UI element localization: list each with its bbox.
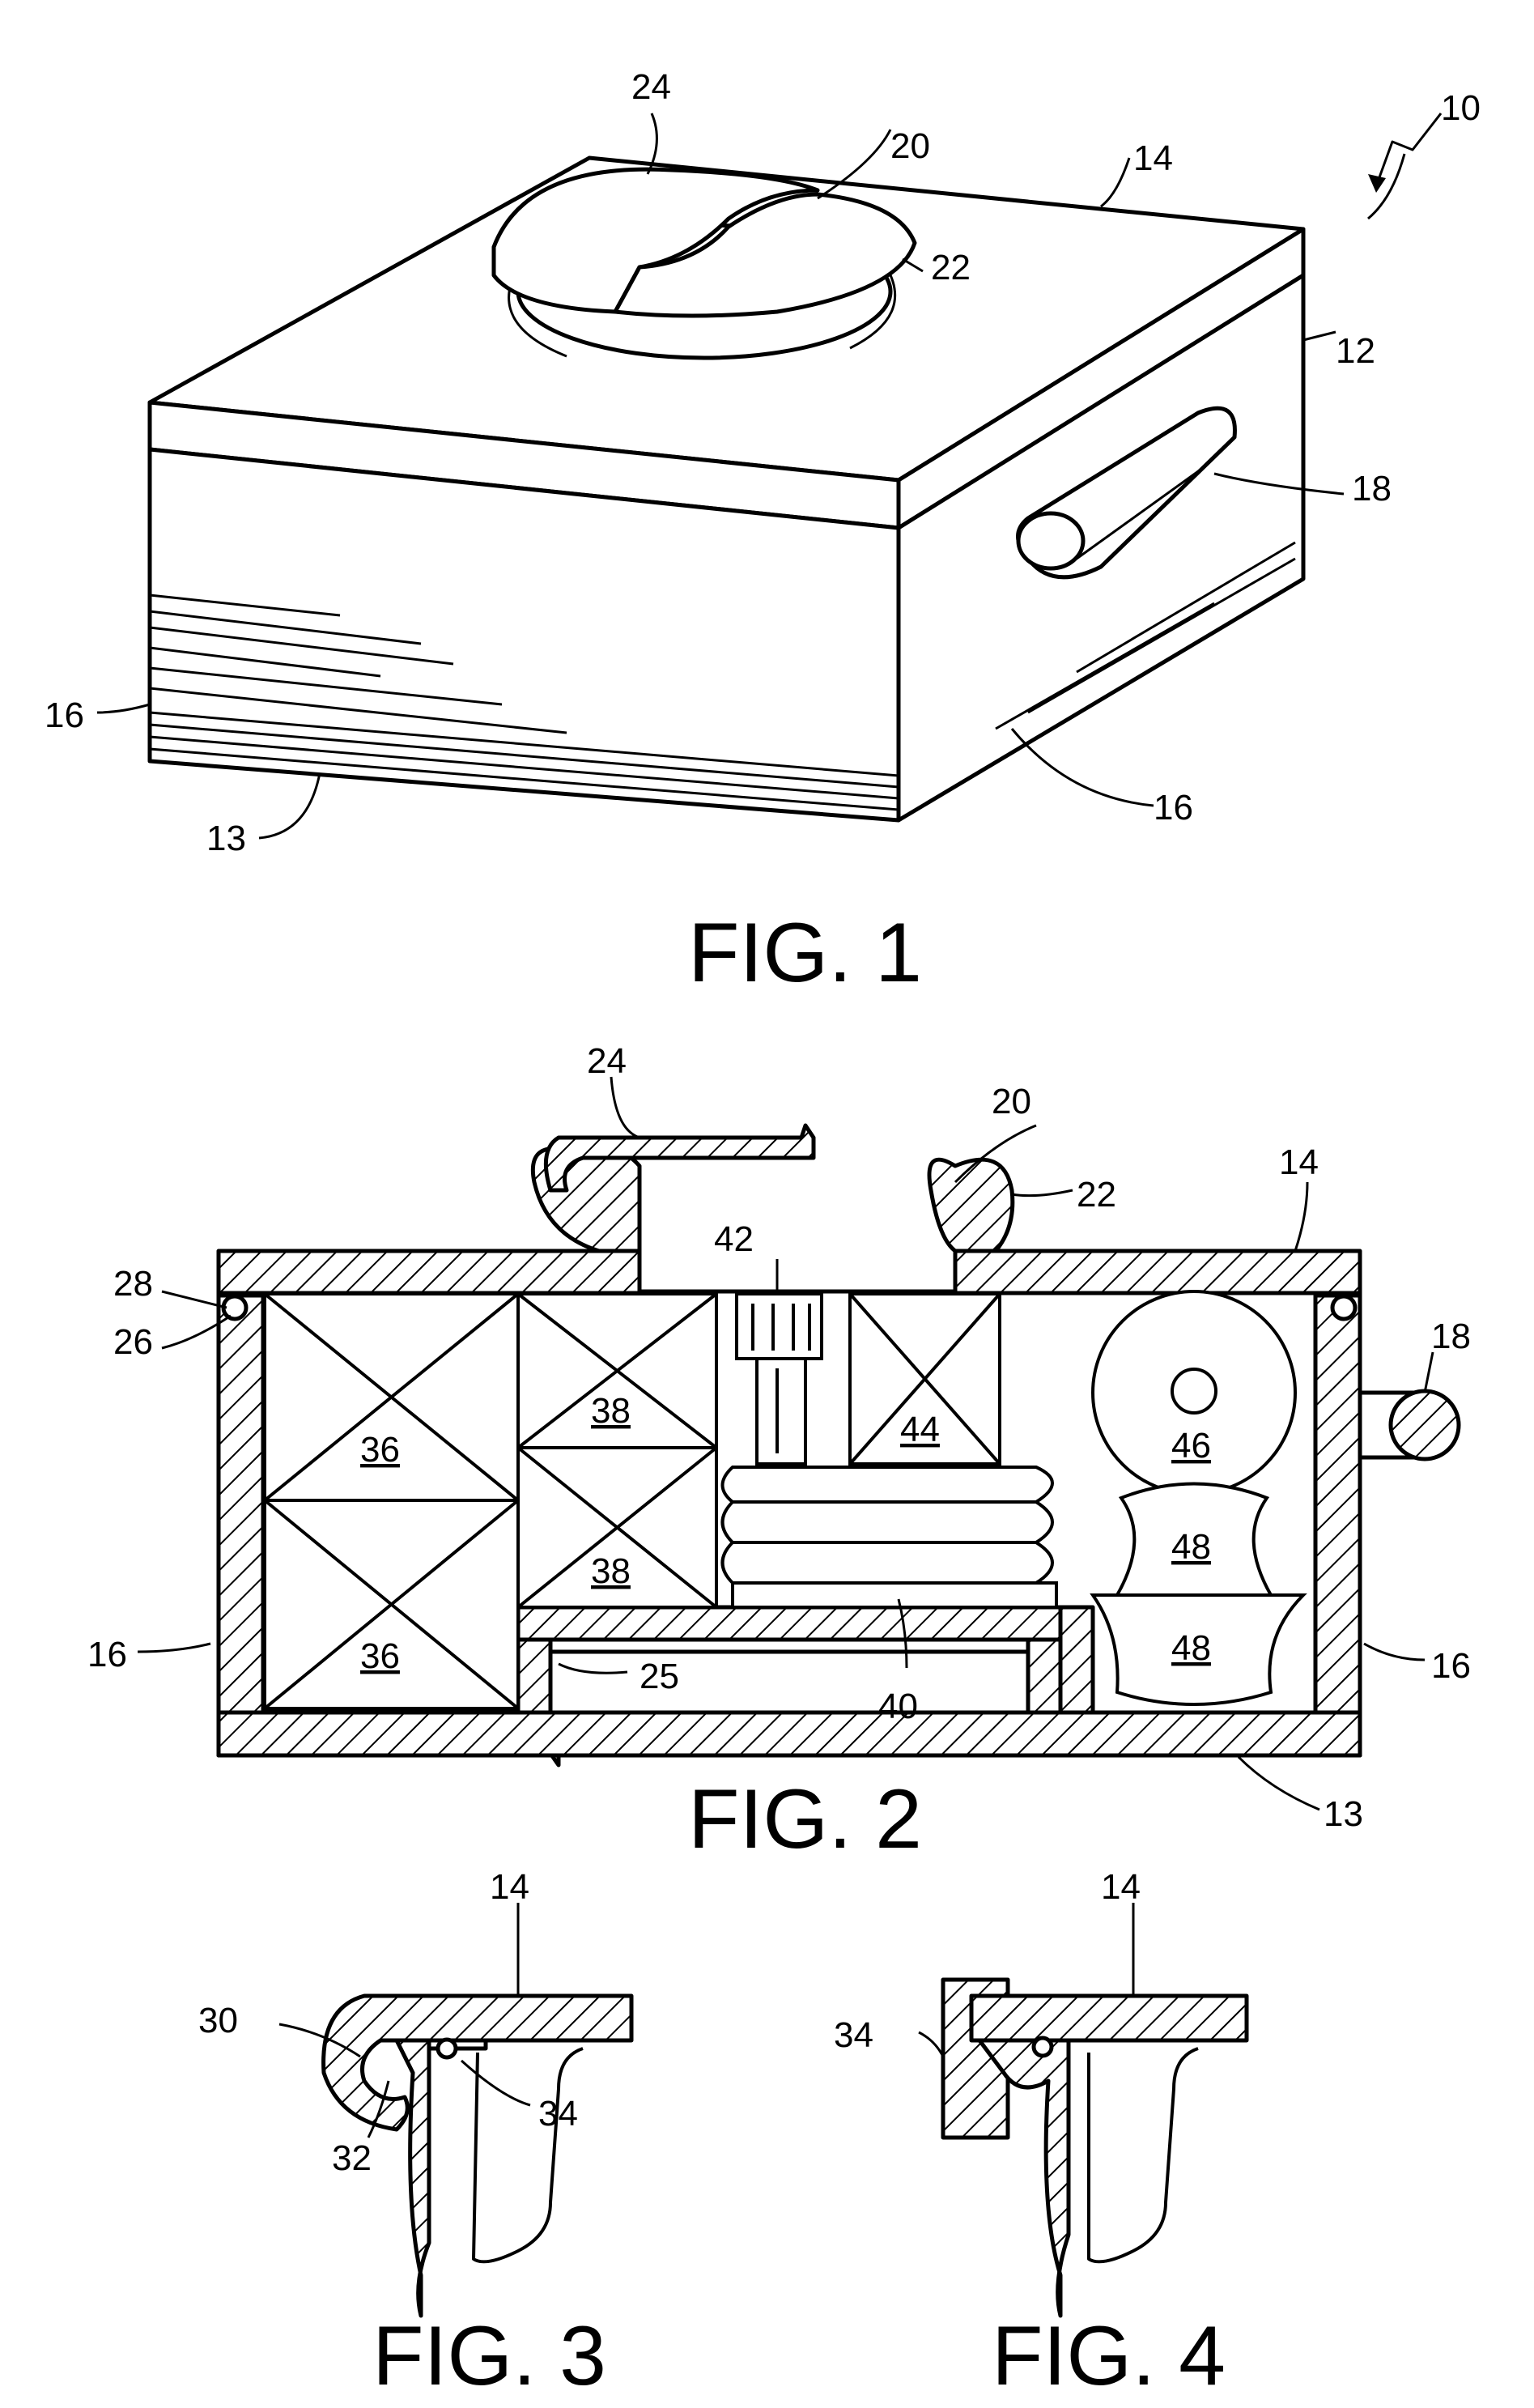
label-side-16-left: 16 — [45, 696, 84, 735]
label-side-16-right: 16 — [1154, 788, 1193, 827]
figure-4-caption: FIG. 4 — [992, 2309, 1226, 2403]
label-handle-18: 18 — [1352, 469, 1392, 508]
label-gasket-34: 34 — [538, 2094, 578, 2134]
label-lid-14: 14 — [1279, 1142, 1319, 1182]
label-cover-24: 24 — [587, 1041, 627, 1081]
label-mattress-40: 40 — [878, 1687, 918, 1726]
label-side-16-right: 16 — [1431, 1646, 1471, 1686]
label-box-38-top: 38 — [591, 1391, 631, 1431]
label-box-36-top: 36 — [360, 1430, 400, 1470]
stowed-items — [265, 1291, 1303, 1708]
label-bag-48-top: 48 — [1171, 1527, 1211, 1567]
label-seal-groove-28: 28 — [113, 1264, 153, 1304]
figure-3-caption: FIG. 3 — [372, 2309, 606, 2403]
label-lid-14: 14 — [1101, 1867, 1141, 1907]
figure-1: 24 20 14 10 22 12 18 16 13 16 FIG. 1 — [45, 67, 1481, 1000]
label-roll-46: 46 — [1171, 1426, 1211, 1466]
label-opening-20: 20 — [992, 1082, 1031, 1121]
lid-clamp-detail — [943, 1980, 1247, 2316]
label-cover-24: 24 — [631, 67, 671, 107]
label-rim-22: 22 — [931, 248, 971, 287]
label-assembly-10: 10 — [1441, 88, 1481, 128]
label-side-16-left: 16 — [87, 1635, 127, 1674]
label-bottom-13: 13 — [1324, 1794, 1363, 1834]
label-rim-22: 22 — [1077, 1175, 1116, 1215]
label-pump-42: 42 — [714, 1219, 754, 1259]
pump-42 — [737, 1294, 822, 1464]
box-36-bottom — [265, 1500, 518, 1708]
figure-2: 24 20 22 14 42 28 26 18 36 36 38 38 44 4… — [87, 1041, 1471, 1866]
label-opening-20: 20 — [890, 126, 930, 166]
label-housing-12: 12 — [1336, 331, 1375, 371]
label-bag-48-bottom: 48 — [1171, 1628, 1211, 1668]
handle-18-section — [1391, 1391, 1459, 1459]
label-lid-14: 14 — [1133, 138, 1173, 178]
label-box-44: 44 — [900, 1410, 940, 1449]
figure-4: 14 34 FIG. 4 — [834, 1867, 1247, 2403]
label-gasket-34: 34 — [834, 2015, 873, 2055]
figure-3: 14 30 34 32 FIG. 3 — [198, 1867, 631, 2403]
label-box-36-bottom: 36 — [360, 1636, 400, 1676]
label-lip-30: 30 — [198, 2001, 238, 2040]
label-lid-14: 14 — [490, 1867, 529, 1907]
label-edge-32: 32 — [332, 2138, 372, 2178]
figure-1-caption: FIG. 1 — [688, 906, 922, 1000]
label-recess-25: 25 — [640, 1657, 679, 1696]
label-seal-26: 26 — [113, 1322, 153, 1362]
label-box-38-bottom: 38 — [591, 1551, 631, 1591]
label-bottom-13: 13 — [206, 819, 246, 858]
label-handle-18: 18 — [1431, 1317, 1471, 1356]
figure-2-caption: FIG. 2 — [688, 1772, 922, 1866]
container-perspective-drawing — [97, 113, 1441, 838]
mattress-40 — [723, 1467, 1057, 1607]
